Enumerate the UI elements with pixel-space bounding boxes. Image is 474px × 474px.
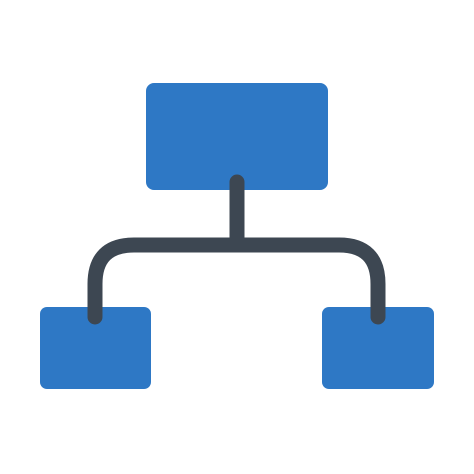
connector-lines bbox=[87, 174, 386, 325]
top-node-box bbox=[146, 83, 328, 190]
bottom-left-node-box bbox=[40, 307, 151, 389]
bottom-right-node-box bbox=[322, 307, 434, 389]
